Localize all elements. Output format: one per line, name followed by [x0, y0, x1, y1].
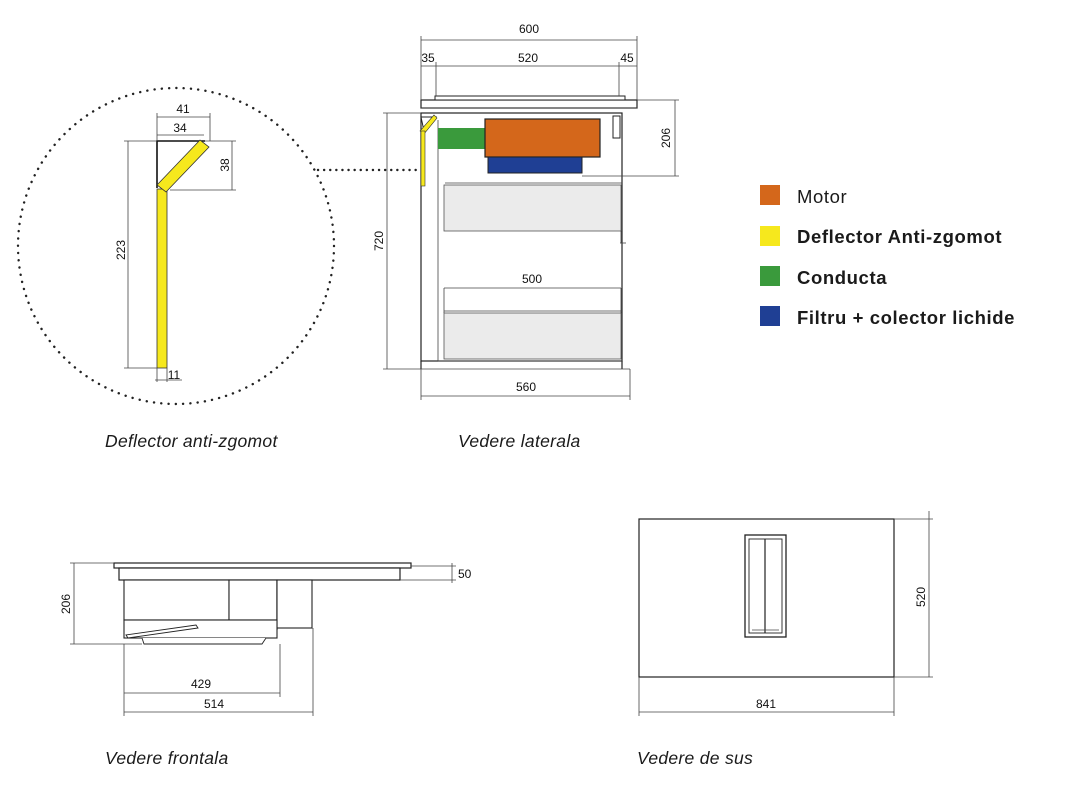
back-panel	[612, 115, 621, 139]
worktop	[420, 99, 638, 109]
dim-side-35: 35	[421, 51, 435, 65]
dim-front-206: 206	[59, 594, 73, 614]
legend-deflector: Deflector Anti-zgomot	[797, 226, 1002, 247]
caption-frontal: Vedere frontala	[105, 748, 229, 768]
side-filter	[487, 156, 583, 174]
dim-side-500: 500	[522, 272, 542, 286]
legend-conducta: Conducta	[797, 267, 887, 288]
dim-top-841: 841	[756, 697, 776, 711]
front-motor-body	[123, 579, 230, 621]
dim-deflector-41: 41	[176, 102, 190, 116]
dim-front-514: 514	[204, 697, 224, 711]
dim-side-600: 600	[519, 22, 539, 36]
front-worktop	[118, 567, 401, 581]
legend-filtru: Filtru + colector lichide	[797, 307, 1015, 328]
legend-swatch-motor	[760, 185, 780, 205]
front-cooktop-glass	[113, 562, 412, 569]
legend-swatch-deflector	[760, 226, 780, 246]
front-view: 206 50 429 514	[59, 562, 472, 716]
drawer-bottom	[443, 312, 622, 360]
cooktop-glass	[434, 95, 626, 101]
deflector-vertical-bar	[156, 188, 168, 369]
dim-deflector-11: 11	[168, 368, 181, 382]
legend: Motor Deflector Anti-zgomot Conducta Fil…	[760, 185, 1015, 328]
front-duct	[276, 579, 313, 629]
dim-front-429: 429	[191, 677, 211, 691]
dim-side-560: 560	[516, 380, 536, 394]
side-duct	[438, 128, 485, 149]
caption-deflector: Deflector anti-zgomot	[105, 431, 278, 451]
dim-front-50: 50	[458, 567, 472, 581]
dim-side-720: 720	[372, 231, 386, 251]
dim-top-520: 520	[914, 587, 928, 607]
caption-sus: Vedere de sus	[637, 748, 753, 768]
dim-side-520: 520	[518, 51, 538, 65]
drawer-top	[443, 184, 622, 232]
side-motor	[484, 118, 601, 158]
dim-side-45: 45	[620, 51, 634, 65]
legend-swatch-conducta	[760, 266, 780, 286]
side-view: 500 600 35 520 45 206 720 560	[372, 22, 679, 400]
dim-deflector-34: 34	[173, 121, 187, 135]
detail-circle	[16, 86, 336, 406]
deflector-diagonal-bar	[156, 139, 210, 193]
dim-deflector-38: 38	[218, 158, 232, 172]
deflector-detail: 41 34 38 223 11	[16, 86, 420, 406]
side-deflector	[420, 130, 426, 187]
legend-motor: Motor	[797, 186, 847, 207]
dim-deflector-223: 223	[114, 240, 128, 260]
top-view: 520 841	[638, 511, 933, 716]
legend-swatch-filtru	[760, 306, 780, 326]
dim-side-206: 206	[659, 128, 673, 148]
caption-lateral: Vedere laterala	[458, 431, 581, 451]
